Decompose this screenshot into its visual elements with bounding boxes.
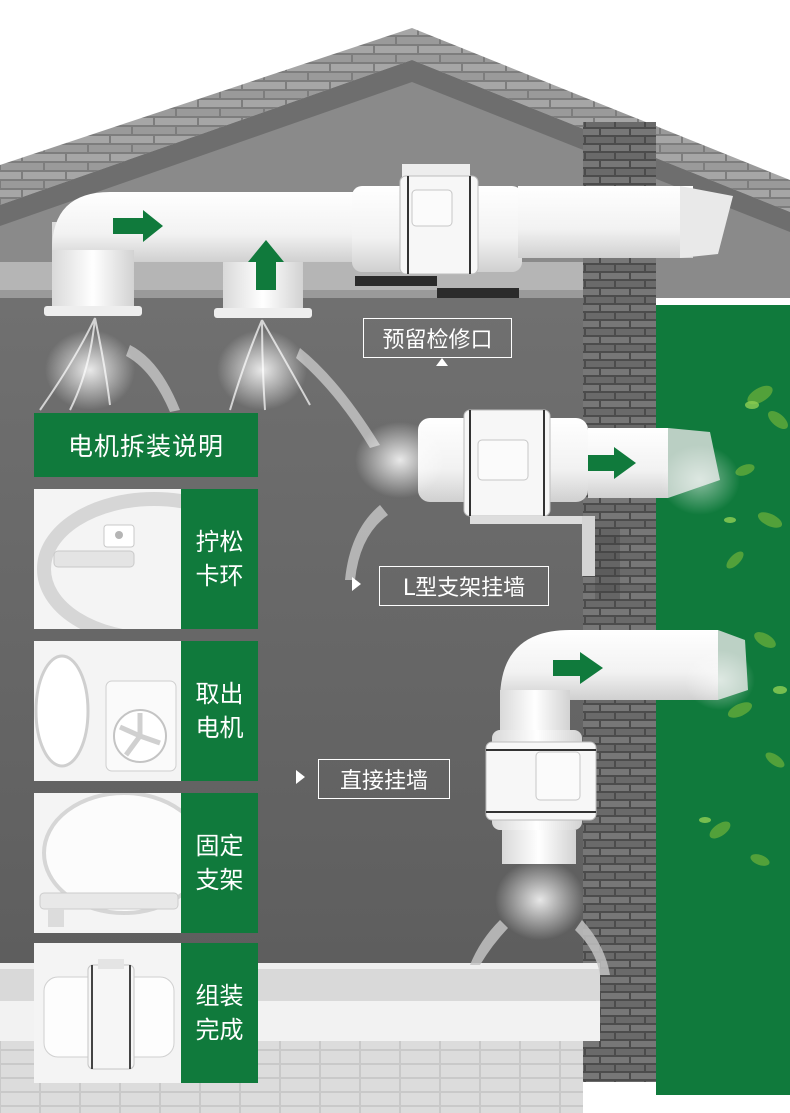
l-bracket-pointer-icon [352,577,361,591]
step-2-label: 取出 电机 [181,641,258,781]
step-4-assembled: 组装 完成 [34,943,258,1083]
clamp-ring-photo-icon [34,489,181,629]
step-2-photo [34,641,181,781]
step-4-photo [34,943,181,1083]
step-4-label: 组装 完成 [181,943,258,1083]
step-3-label: 固定 支架 [181,793,258,933]
step-1-label: 拧松 卡环 [181,489,258,629]
step-3-photo [34,793,181,933]
step-4-line1: 组装 [195,982,244,1010]
step-3-fix-bracket: 固定 支架 [34,793,258,933]
assembled-fan-photo-icon [34,943,181,1083]
direct-wall-callout: 直接挂墙 [318,759,450,799]
step-1-line1: 拧松 [195,528,244,556]
inspection-port-pointer-icon [436,358,448,366]
step-2-remove-motor: 取出 电机 [34,641,258,781]
step-4-line2: 完成 [195,1016,244,1044]
step-1-line2: 卡环 [195,562,244,590]
step-3-line2: 支架 [195,866,244,894]
direct-wall-pointer-icon [296,770,305,784]
step-2-line1: 取出 [195,680,244,708]
l-bracket-callout: L型支架挂墙 [379,566,549,606]
motor-disassembly-title: 电机拆装说明 [34,413,258,477]
bracket-photo-icon [34,793,181,933]
inspection-port-callout: 预留检修口 [363,318,512,358]
motor-photo-icon [34,641,181,781]
step-1-photo [34,489,181,629]
step-1-loosen-ring: 拧松 卡环 [34,489,258,629]
step-3-line1: 固定 [195,832,244,860]
step-2-line2: 电机 [195,714,244,742]
